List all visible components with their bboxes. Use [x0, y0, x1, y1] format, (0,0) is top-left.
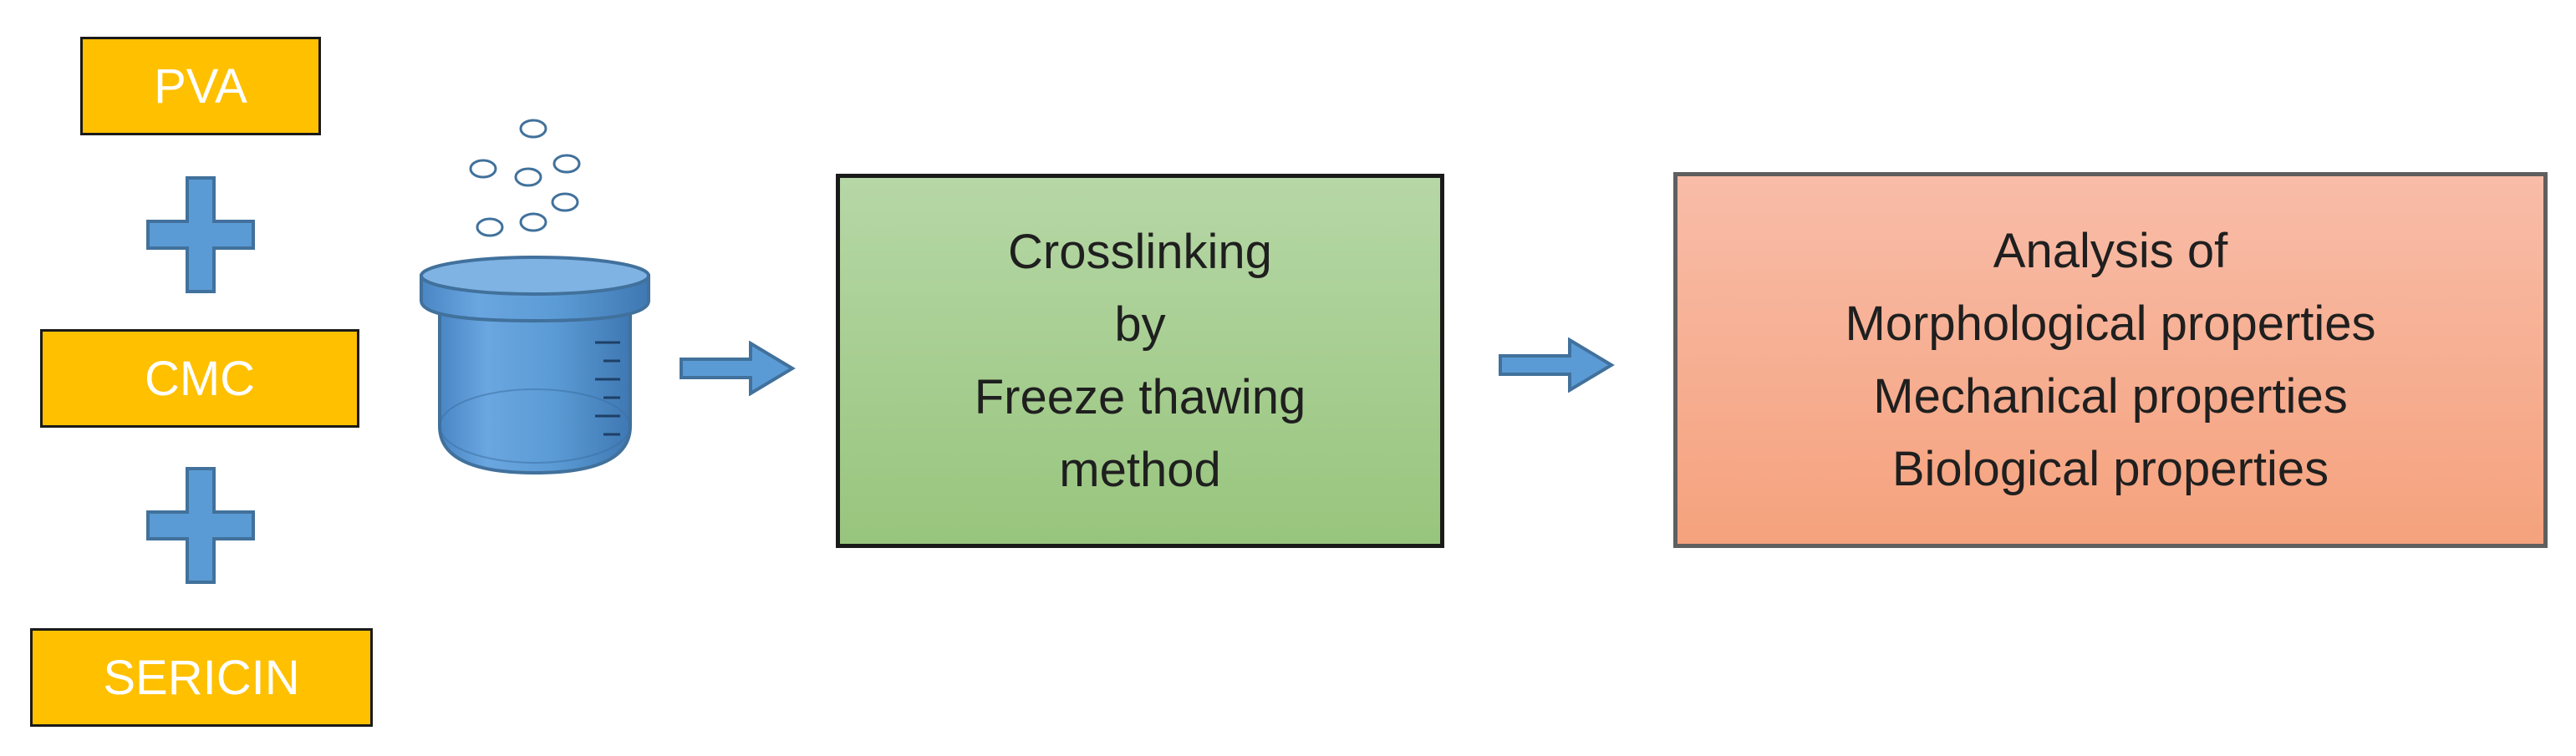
plus-icon [146, 467, 255, 584]
analysis-line: Morphological properties [1845, 297, 2376, 351]
process-line: method [1059, 443, 1221, 497]
analysis-line: Mechanical properties [1873, 369, 2348, 424]
ingredient-sericin-label: SERICIN [103, 650, 300, 705]
analysis-box: Analysis of Morphological properties Mec… [1673, 172, 2548, 548]
crosslinking-process-box: Crosslinking by Freeze thawing method [836, 174, 1444, 548]
right-arrow-icon [680, 341, 796, 396]
ingredient-pva-label: PVA [154, 58, 247, 114]
ingredient-cmc-label: CMC [144, 351, 256, 406]
process-line: by [1114, 297, 1166, 352]
plus-icon [146, 176, 255, 293]
right-arrow-icon [1499, 337, 1615, 393]
ingredient-pva: PVA [80, 37, 321, 135]
beaker-icon [420, 119, 650, 475]
process-line: Crosslinking [1008, 225, 1272, 279]
process-line: Freeze thawing [974, 370, 1306, 424]
analysis-line: Biological properties [1891, 442, 2329, 496]
ingredient-cmc: CMC [40, 329, 359, 428]
analysis-line: Analysis of [1993, 224, 2228, 278]
ingredient-sericin: SERICIN [30, 628, 373, 727]
